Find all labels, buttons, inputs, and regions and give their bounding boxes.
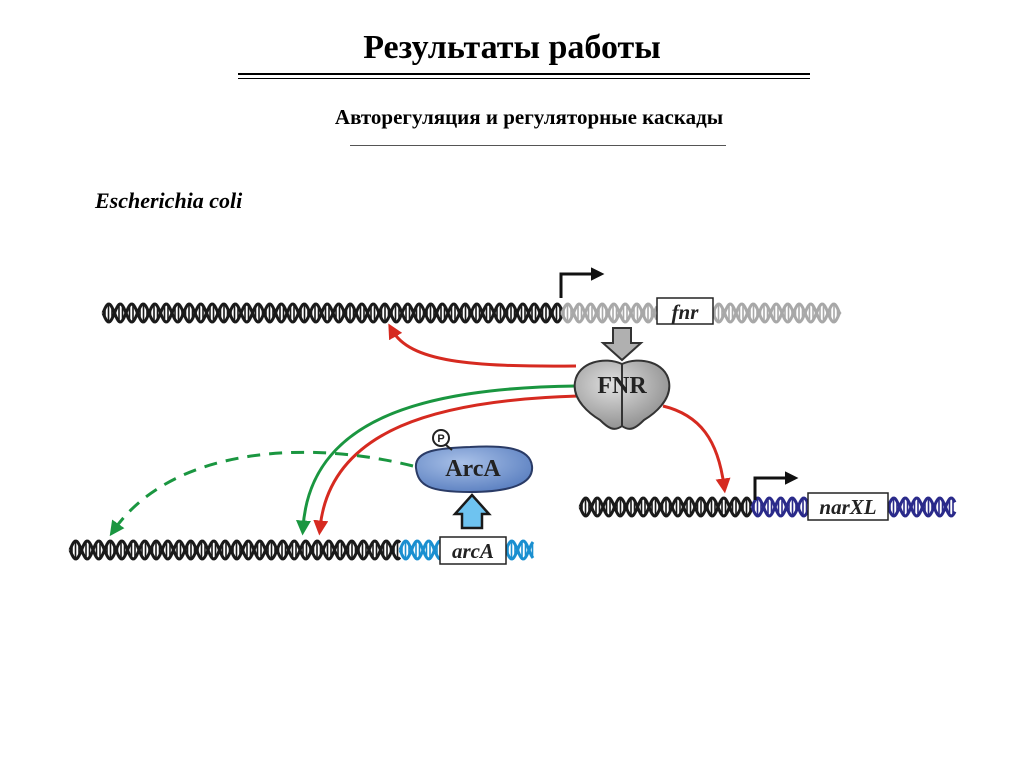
fnr-repression-arrow-to-arcA-gene bbox=[313, 394, 579, 536]
gene-box-fnr: fnr bbox=[656, 297, 714, 325]
dna-segment-fnr-promoter bbox=[560, 302, 659, 324]
fnr-activation-arrow-to-narXL-gene bbox=[662, 404, 731, 494]
expression-arrow-fnr bbox=[600, 327, 644, 362]
fnr-repression-arrow-to-fnr-gene bbox=[388, 323, 577, 368]
dna-segment-arcA-promoter bbox=[398, 539, 441, 561]
gene-box-narXL: narXL bbox=[807, 492, 889, 521]
dna-segment-upstream-fnr bbox=[101, 302, 564, 324]
slide-title: Результаты работы bbox=[363, 29, 661, 66]
gene-box-arcA: arcA bbox=[439, 536, 507, 565]
dna-segment-upstream-arcA bbox=[68, 539, 402, 561]
fnr-activation-arrow-to-arcA-gene bbox=[296, 384, 577, 536]
dna-strand-fnr bbox=[101, 302, 842, 324]
svg-text:arcA: arcA bbox=[452, 539, 494, 563]
subtitle-rule bbox=[350, 145, 726, 146]
expression-arrow-arcA bbox=[452, 493, 492, 530]
dna-segment-arcA-coding bbox=[504, 539, 535, 561]
arcA-protein: ArcA bbox=[414, 445, 534, 494]
dna-segment-narXL-promoter bbox=[750, 496, 810, 518]
arcA-dashed-arrow bbox=[109, 450, 414, 537]
svg-text:narXL: narXL bbox=[819, 495, 876, 519]
svg-text:FNR: FNR bbox=[597, 373, 647, 399]
dna-strand-arcA bbox=[68, 539, 535, 561]
promoter-arrow-narXL bbox=[753, 471, 799, 500]
phosphate-icon: P bbox=[432, 429, 453, 451]
dna-segment-narXL-coding bbox=[886, 496, 957, 518]
dna-segment-upstream-narXL bbox=[578, 496, 754, 518]
promoter-arrow-fnr bbox=[559, 267, 605, 298]
organism-label: Escherichia coli bbox=[95, 188, 243, 213]
svg-text:ArcA: ArcA bbox=[445, 456, 501, 482]
svg-text:P: P bbox=[437, 433, 444, 445]
dna-segment-fnr-coding bbox=[711, 302, 842, 324]
slide-subtitle: Авторегуляция и регуляторные каскады bbox=[334, 105, 724, 129]
svg-text:fnr: fnr bbox=[672, 300, 700, 324]
title-double-rule bbox=[238, 73, 810, 79]
fnr-protein: FNR bbox=[573, 359, 671, 430]
dna-strand-narXL bbox=[578, 496, 957, 518]
